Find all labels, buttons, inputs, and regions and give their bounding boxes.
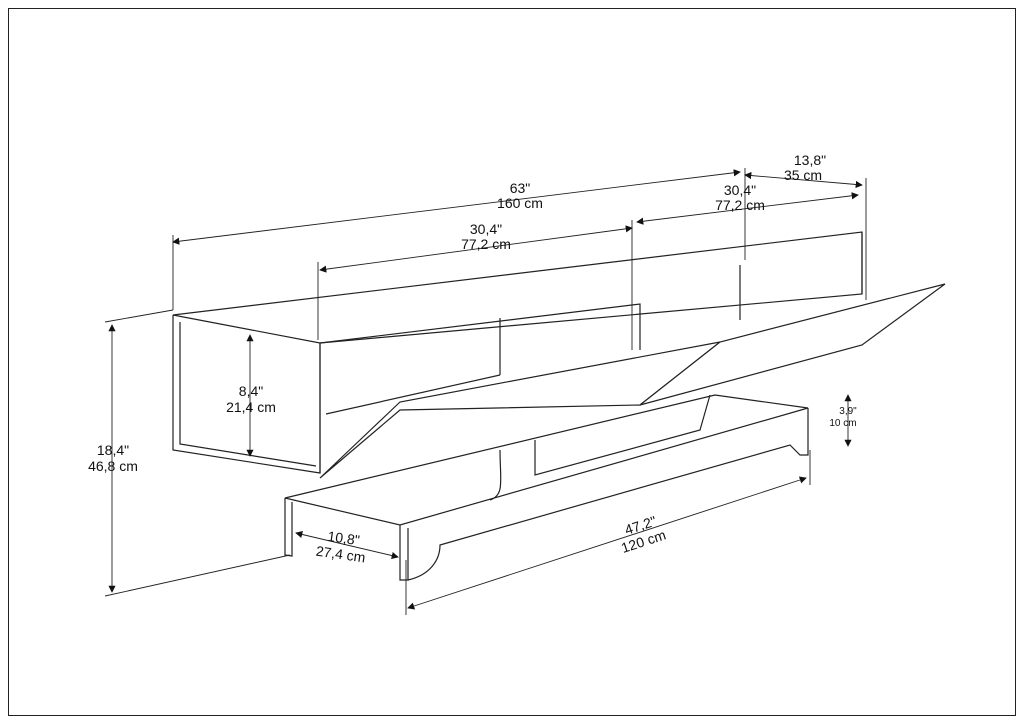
total-width-cm: 160 cm [497,195,543,211]
total-width-inch: 63" [510,180,531,196]
furniture-outline [172,231,946,581]
compartment-height-cm: 21,4 cm [226,399,276,415]
drawing-frame [8,8,1016,716]
total-height-inch: 18,4" [97,442,129,458]
depth-cm: 35 cm [784,167,822,183]
base-depth-cm: 27,4 cm [315,543,367,566]
total-height-cm: 46,8 cm [88,458,138,474]
depth-inch: 13,8" [794,152,826,168]
base-height-inch: 3,9" [839,406,857,417]
right-shelf-width-inch: 30,4" [724,182,756,198]
base-depth-inch: 10,8" [327,528,361,548]
left-shelf-width-inch: 30,4" [470,221,502,237]
right-shelf-width-cm: 77,2 cm [715,197,765,213]
compartment-height-inch: 8,4" [239,383,263,399]
dimension-lines [104,168,867,615]
base-height-cm: 10 cm [829,418,856,429]
left-shelf-width-cm: 77,2 cm [461,236,511,252]
